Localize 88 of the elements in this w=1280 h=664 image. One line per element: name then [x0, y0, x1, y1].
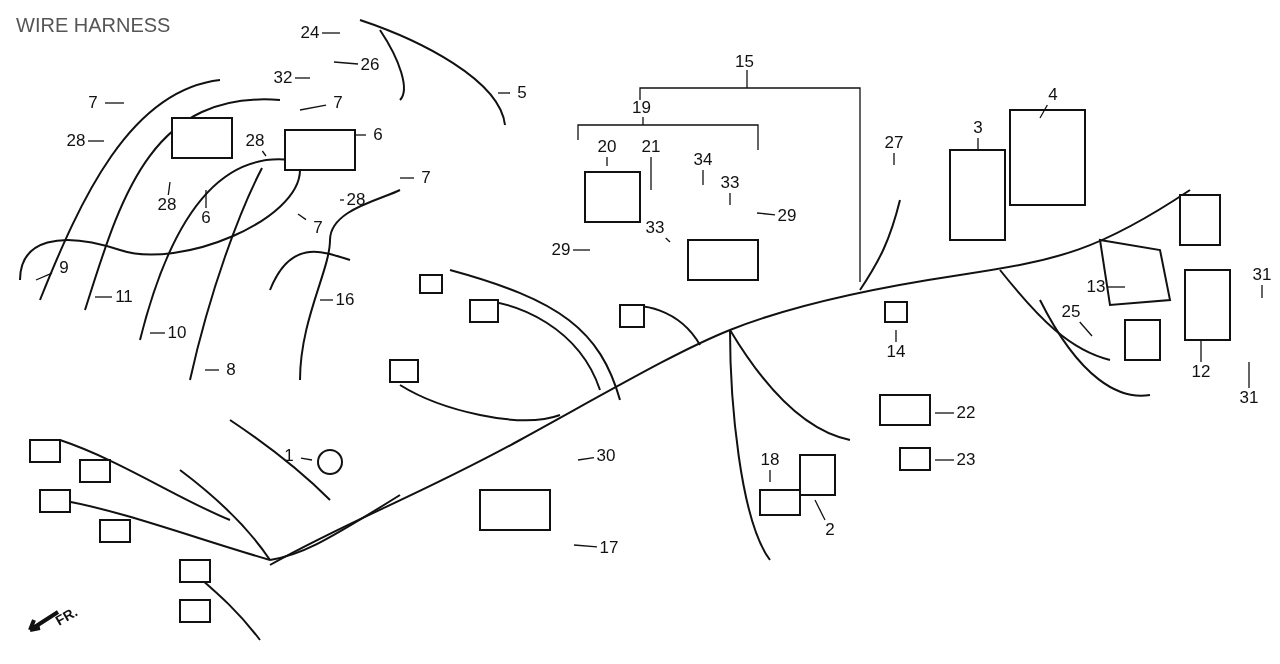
callout-number: 28	[64, 131, 88, 151]
leader-line	[319, 299, 334, 301]
callout-number: 31	[1237, 388, 1261, 408]
leader-line	[294, 77, 311, 79]
callout-number: 7	[326, 93, 350, 113]
leader-line	[167, 181, 171, 196]
callout-number: 13	[1084, 277, 1108, 297]
callout-number: 31	[1250, 265, 1274, 285]
leader-line	[204, 369, 220, 371]
callout-number: 4	[1041, 85, 1065, 105]
callout-number: 7	[414, 168, 438, 188]
leader-line	[104, 102, 125, 104]
leader-line	[756, 212, 776, 216]
callout-number: 26	[358, 55, 382, 75]
callout-number: 7	[306, 218, 330, 238]
callout-number: 16	[333, 290, 357, 310]
callout-number: 29	[775, 206, 799, 226]
callout-number: 2	[818, 520, 842, 540]
leader-line	[729, 192, 731, 206]
callout-number: 28	[344, 190, 368, 210]
callout-number: 24	[298, 23, 322, 43]
leader-line	[1107, 286, 1126, 288]
callout-number: 19	[632, 98, 651, 118]
callout-number: 28	[155, 195, 179, 215]
callout-number: 3	[966, 118, 990, 138]
callout-number: 6	[366, 125, 390, 145]
leader-line	[261, 150, 267, 157]
callout-number: 10	[165, 323, 189, 343]
callout-number: 5	[510, 83, 534, 103]
direction-label: FR.	[52, 603, 81, 629]
leader-line	[339, 199, 345, 201]
callout-number: 9	[52, 258, 76, 278]
callout-number: 27	[882, 133, 906, 153]
leader-line	[321, 32, 341, 34]
leader-line	[300, 457, 313, 461]
callout-number: 22	[954, 403, 978, 423]
leader-line	[353, 134, 367, 136]
leader-line	[893, 152, 895, 166]
leader-line	[497, 92, 511, 94]
leader-line	[333, 61, 359, 65]
leader-line	[702, 169, 704, 186]
callout-number: 34	[691, 150, 715, 170]
leader-line	[1039, 104, 1048, 119]
leader-line	[606, 156, 608, 167]
leader-line	[814, 499, 826, 521]
callout-number: 12	[1189, 362, 1213, 382]
callout-number: 20	[595, 137, 619, 157]
leader-line	[769, 469, 771, 483]
callout-number: 15	[735, 52, 754, 72]
leader-line	[1079, 321, 1093, 337]
callout-number: 8	[219, 360, 243, 380]
callout-number: 33	[643, 218, 667, 238]
leader-line	[934, 459, 955, 461]
callout-number: 7	[81, 93, 105, 113]
leader-line	[577, 457, 595, 461]
callout-number: 25	[1059, 302, 1083, 322]
leader-line	[87, 140, 105, 142]
leader-line	[205, 189, 207, 209]
callout-number: 32	[271, 68, 295, 88]
callout-number: 14	[884, 342, 908, 362]
leader-line	[297, 213, 307, 221]
callout-number: 6	[194, 208, 218, 228]
callout-number: 21	[639, 137, 663, 157]
callout-number: 18	[758, 450, 782, 470]
callout-number: 29	[549, 240, 573, 260]
leader-line	[1200, 339, 1202, 363]
leader-line	[35, 272, 53, 281]
leader-line	[895, 329, 897, 343]
leader-line	[94, 296, 113, 298]
leader-line	[573, 544, 598, 548]
diagram-title: WIRE HARNESS	[16, 14, 171, 37]
callout-number: 23	[954, 450, 978, 470]
leader-line	[399, 177, 415, 179]
callout-number: 11	[112, 287, 136, 307]
leader-line	[650, 156, 652, 191]
leader-line	[299, 104, 327, 111]
leader-line	[934, 412, 955, 414]
callout-number: 1	[277, 446, 301, 466]
leader-line	[1248, 361, 1250, 389]
callout-number: 33	[718, 173, 742, 193]
leader-line	[572, 249, 591, 251]
leader-line	[149, 332, 166, 334]
callout-number: 30	[594, 446, 618, 466]
callout-number: 17	[597, 538, 621, 558]
leader-line	[977, 137, 979, 151]
callout-number: 28	[243, 131, 267, 151]
leader-line	[1261, 284, 1263, 299]
leader-line	[665, 237, 671, 243]
